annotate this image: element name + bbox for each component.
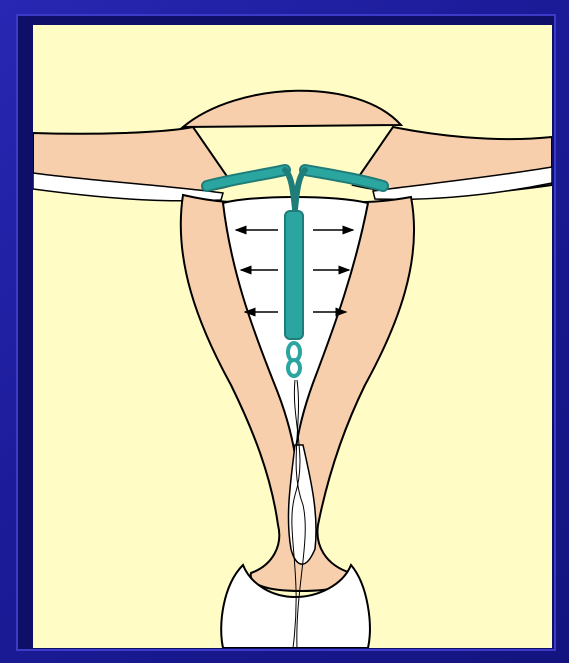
uterine-fundus	[183, 91, 401, 127]
iud-in-uterus-diagram	[33, 25, 552, 648]
iud-lower-loop	[288, 360, 300, 376]
iud-stem	[285, 211, 303, 339]
diagram-panel	[33, 25, 552, 648]
